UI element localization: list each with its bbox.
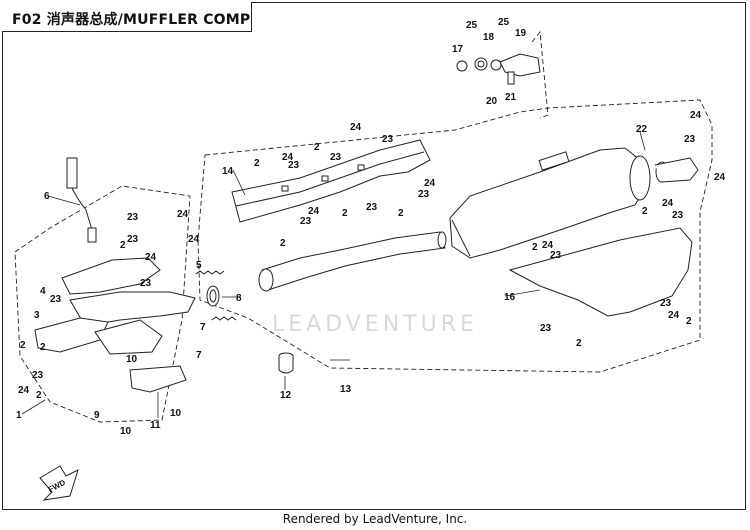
diagram-frame (2, 2, 746, 510)
callout-18: 18 (483, 32, 495, 43)
callout-24: 24 (690, 110, 702, 121)
callout-10: 10 (126, 354, 138, 365)
callout-2: 2 (20, 340, 26, 351)
fwd-arrow-icon (39, 465, 79, 501)
callout-24: 24 (668, 310, 680, 321)
callout-23: 23 (127, 234, 139, 245)
callout-24: 24 (662, 198, 674, 209)
callout-23: 23 (550, 250, 562, 261)
callout-24: 24 (18, 385, 30, 396)
group-outline-bracket (531, 30, 549, 119)
callout-2: 2 (642, 206, 648, 217)
callout-2: 2 (686, 316, 692, 327)
heat-shield-14 (231, 139, 431, 223)
leader-lines (21, 131, 646, 418)
callout-7: 7 (196, 350, 202, 361)
page-title: F02 消声器总成/MUFFLER COMP (12, 12, 251, 28)
gasket-12 (278, 352, 294, 374)
callout-5: 5 (196, 260, 202, 271)
callout-14: 14 (222, 166, 234, 177)
callout-23: 23 (366, 202, 378, 213)
callout-9: 9 (94, 410, 100, 421)
heat-shield-16 (508, 227, 693, 317)
callout-2: 2 (576, 338, 582, 349)
callout-2: 2 (398, 208, 404, 219)
header-assembly (34, 257, 196, 393)
callout-21: 21 (505, 92, 517, 103)
callout-23: 23 (32, 370, 44, 381)
callout-23: 23 (672, 210, 684, 221)
callout-6: 6 (44, 191, 50, 202)
callout-24: 24 (188, 234, 200, 245)
callout-25: 25 (466, 20, 478, 31)
callout-23: 23 (127, 212, 139, 223)
callout-labels: 1 2 2 3 4 5 6 7 7 8 9 10 10 10 11 12 13 … (16, 17, 726, 437)
callout-24: 24 (145, 252, 157, 263)
callout-24: 24 (177, 209, 189, 220)
callout-22: 22 (636, 124, 648, 135)
callout-25: 25 (498, 17, 510, 28)
title-box: F02 消声器总成/MUFFLER COMP (2, 2, 252, 32)
callout-23: 23 (140, 278, 152, 289)
footer-credit: Rendered by LeadVenture, Inc. (282, 512, 468, 526)
callout-2: 2 (40, 342, 46, 353)
callout-24: 24 (308, 206, 320, 217)
callout-23: 23 (382, 134, 394, 145)
callout-17: 17 (452, 44, 464, 55)
callout-2: 2 (280, 238, 286, 249)
callout-2: 2 (342, 208, 348, 219)
callout-24: 24 (282, 152, 294, 163)
callout-12: 12 (280, 390, 292, 401)
callout-2: 2 (254, 158, 260, 169)
callout-23: 23 (330, 152, 342, 163)
callout-4: 4 (40, 286, 46, 297)
callout-23: 23 (300, 216, 312, 227)
callout-23: 23 (540, 323, 552, 334)
group-outline-13 (197, 99, 713, 373)
callout-13: 13 (340, 384, 352, 395)
watermark: LEADVENTURE (272, 312, 478, 337)
callout-19: 19 (515, 28, 527, 39)
callout-24: 24 (424, 178, 436, 189)
callout-11: 11 (150, 420, 161, 431)
callout-2: 2 (532, 242, 538, 253)
callout-7: 7 (200, 322, 206, 333)
callout-23: 23 (418, 189, 430, 200)
callout-8: 8 (236, 293, 242, 304)
callout-23: 23 (50, 294, 62, 305)
callout-23: 23 (684, 134, 696, 145)
callout-16: 16 (504, 292, 516, 303)
callout-24: 24 (714, 172, 726, 183)
callout-10: 10 (170, 408, 182, 419)
springs-7 (195, 270, 237, 321)
callout-2: 2 (314, 142, 320, 153)
callout-20: 20 (486, 96, 498, 107)
oxygen-sensor-6 (66, 157, 97, 243)
exhaust-pipe-13 (258, 231, 447, 292)
callout-2: 2 (120, 240, 126, 251)
callout-3: 3 (34, 310, 40, 321)
callout-23: 23 (288, 160, 300, 171)
callout-1: 1 (16, 410, 22, 421)
gasket-8 (206, 285, 220, 307)
callout-23: 23 (660, 298, 672, 309)
muffler-body (449, 147, 699, 259)
callout-2: 2 (36, 390, 42, 401)
callout-10: 10 (120, 426, 132, 437)
callout-24: 24 (350, 122, 362, 133)
callout-24: 24 (542, 240, 554, 251)
bracket-17-21 (456, 53, 541, 85)
